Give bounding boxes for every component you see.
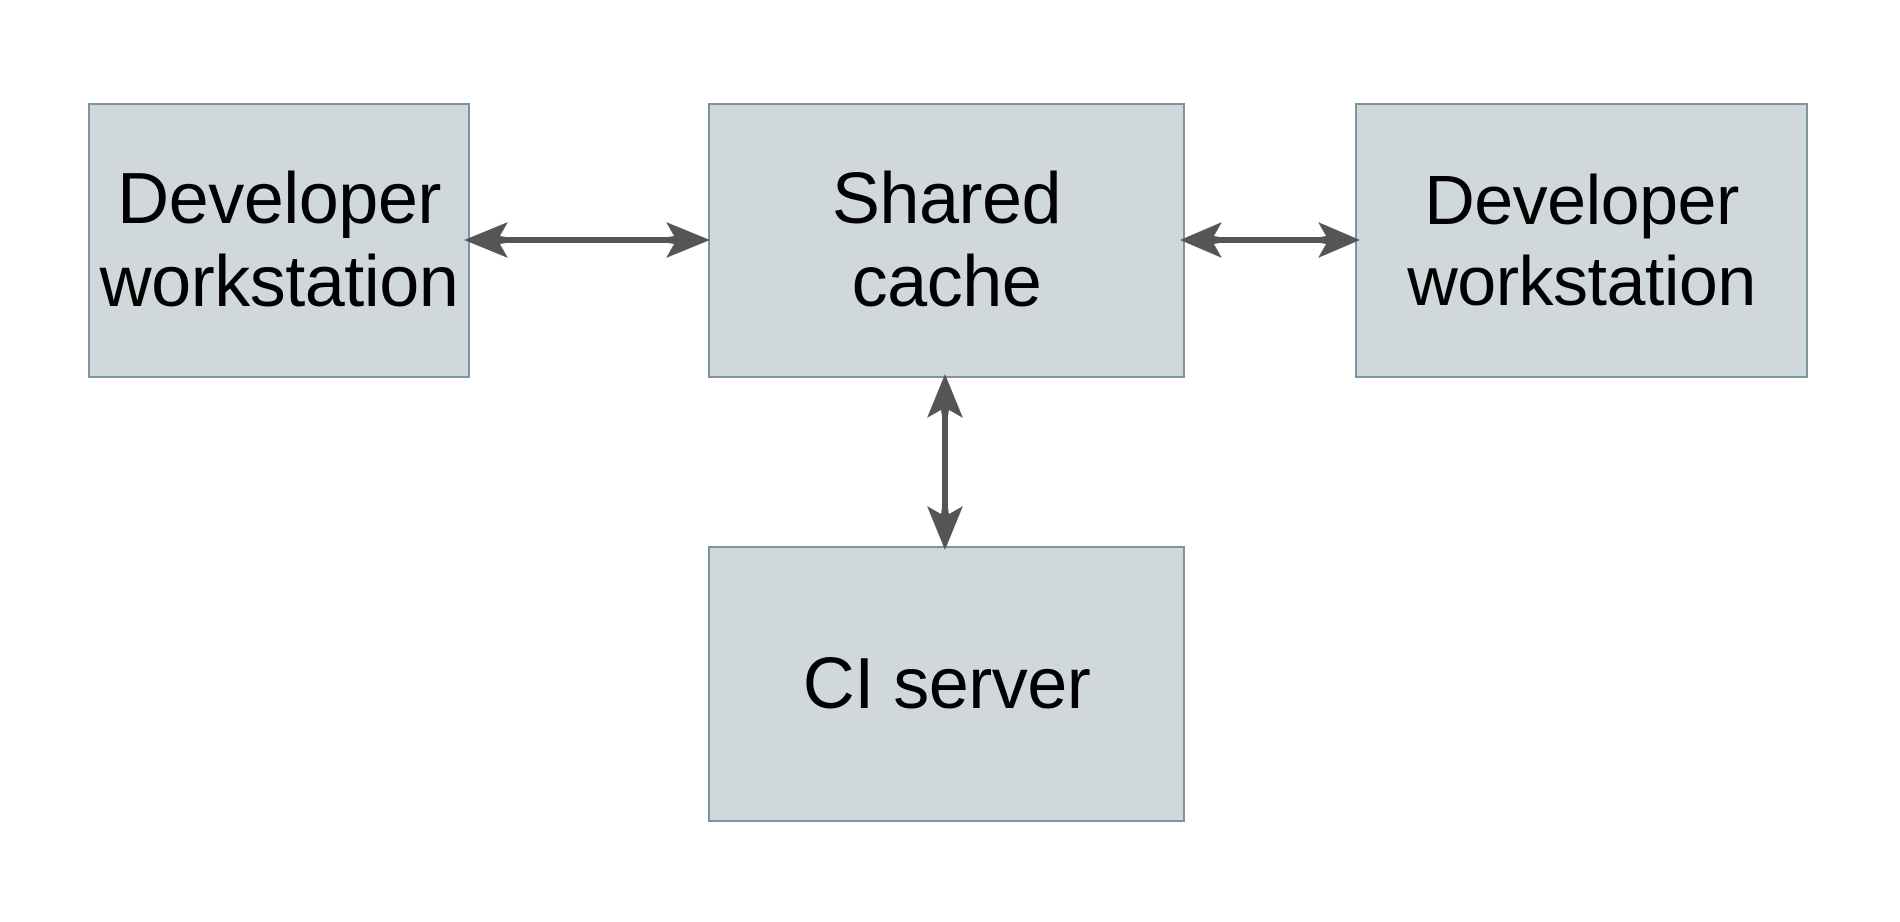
node-label: Developer workstation (1407, 161, 1756, 320)
node-developer-workstation-left[interactable]: Developer workstation (88, 103, 470, 378)
double-arrow-horizontal-icon (464, 222, 710, 258)
edge-shared-cache-to-dev-right (1178, 218, 1362, 262)
node-shared-cache[interactable]: Shared cache (708, 103, 1185, 378)
node-label: CI server (802, 643, 1091, 724)
node-developer-workstation-right[interactable]: Developer workstation (1355, 103, 1808, 378)
edge-dev-left-to-shared-cache (462, 218, 712, 262)
double-arrow-vertical-icon (927, 374, 963, 550)
node-label: Shared cache (831, 158, 1062, 322)
edge-shared-cache-to-ci-server (923, 372, 967, 552)
node-ci-server[interactable]: CI server (708, 546, 1185, 822)
double-arrow-horizontal-icon (1180, 222, 1360, 258)
node-label: Developer workstation (99, 158, 459, 322)
